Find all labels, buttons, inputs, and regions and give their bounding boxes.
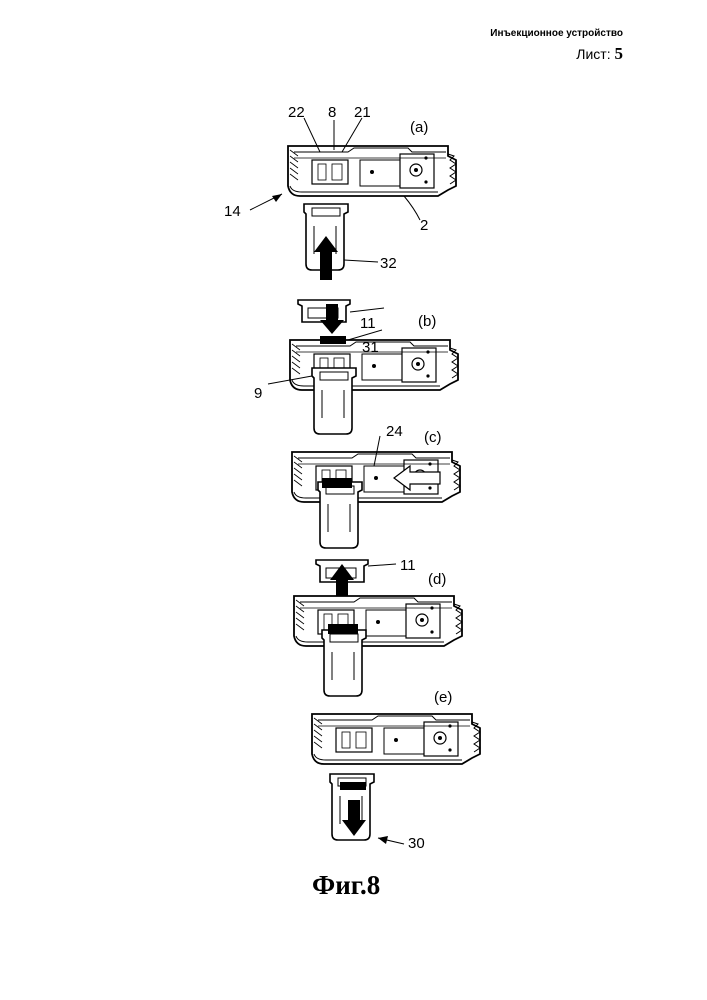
device-body bbox=[294, 596, 462, 646]
ref-9: 9 bbox=[254, 385, 262, 402]
panel-a: (a) 22 8 21 14 2 32 bbox=[224, 104, 456, 280]
ref-30: 30 bbox=[408, 835, 425, 852]
ref-2: 2 bbox=[420, 217, 428, 234]
ref-14: 14 bbox=[224, 203, 241, 220]
ref-21: 21 bbox=[354, 104, 371, 121]
cartridge bbox=[322, 630, 366, 696]
figure-caption: Фиг.8 bbox=[312, 870, 380, 901]
ref-11: 11 bbox=[360, 315, 376, 332]
panel-e: 30 (e) bbox=[312, 689, 480, 852]
ref-22: 22 bbox=[288, 104, 305, 121]
device-body bbox=[288, 146, 456, 196]
panel-label-d: (d) bbox=[428, 571, 446, 588]
ref-8: 8 bbox=[328, 104, 336, 121]
panel-c: 24 (c) bbox=[292, 423, 460, 548]
panel-label-b: (b) bbox=[418, 313, 436, 330]
ref-32: 32 bbox=[380, 255, 397, 272]
cap-11 bbox=[298, 300, 350, 322]
panel-label-a: (a) bbox=[410, 119, 428, 136]
cartridge bbox=[312, 368, 356, 434]
panel-b: 11 31 9 (b) bbox=[254, 300, 458, 434]
panel-d: 11 (d) bbox=[294, 557, 462, 696]
panel-label-e: (e) bbox=[434, 689, 452, 706]
ref-11-d: 11 bbox=[400, 557, 416, 574]
cartridge bbox=[318, 482, 362, 548]
ref-24: 24 bbox=[386, 423, 403, 440]
ref-31: 31 bbox=[362, 339, 379, 356]
panel-label-c: (c) bbox=[424, 429, 442, 446]
device-body bbox=[312, 714, 480, 764]
